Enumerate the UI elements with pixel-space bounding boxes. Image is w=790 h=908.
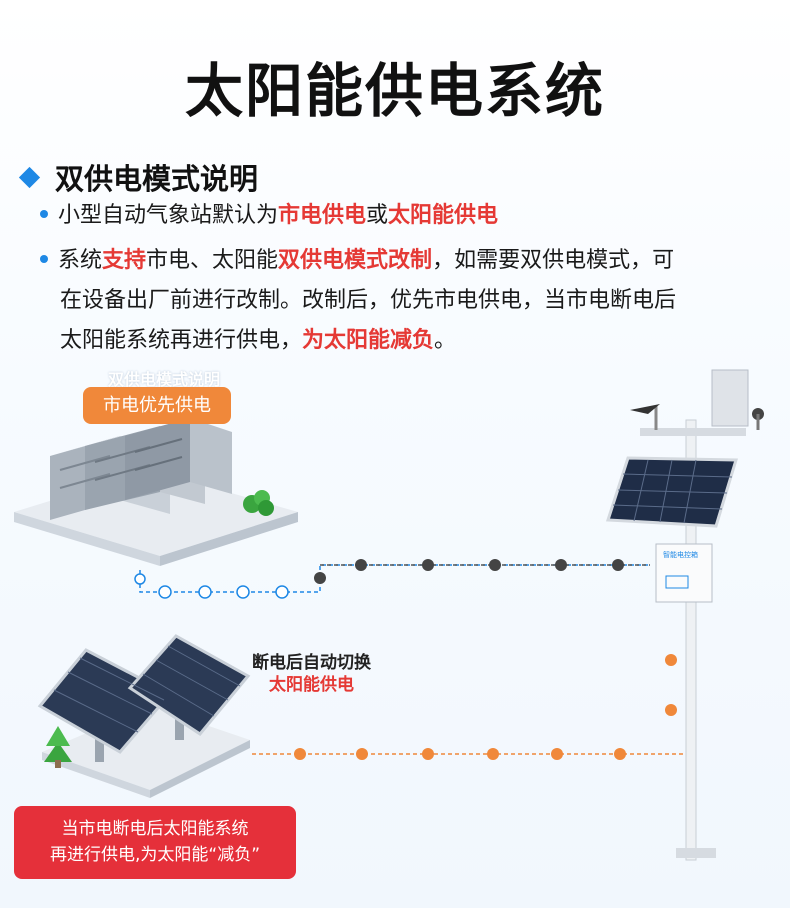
- highlight-grid-power: 市电供电: [278, 203, 367, 228]
- highlight-dual-mode: 双供电模式改制: [278, 248, 433, 273]
- note-line: 再进行供电,为太阳能“减负”: [49, 845, 261, 865]
- highlight-solar-power: 太阳能供电: [388, 203, 499, 228]
- switch-line-highlight: 太阳能供电: [269, 675, 354, 695]
- bullet-continuation: 太阳能系统再进行供电，为太阳能减负。: [60, 322, 456, 360]
- switch-line: 断电后自动切换: [252, 653, 371, 673]
- bullet-text: 。: [434, 328, 457, 353]
- bullet-dot-icon: [40, 210, 48, 218]
- grid-power-cable: [134, 559, 650, 599]
- bullet-continuation: 在设备出厂前进行改制。改制后，优先市电供电，当市电断电后: [60, 288, 677, 313]
- control-box-label: 智能电控箱: [663, 551, 698, 559]
- weather-station-illustration: [605, 369, 764, 861]
- auto-switch-caption: 断电后自动切换 太阳能供电: [252, 652, 371, 696]
- bullet-text: 太阳能系统再进行供电，: [60, 328, 303, 353]
- highlight-solar-relief: 为太阳能减负: [302, 328, 435, 353]
- bullet-text: ，如需要双供电模式，可: [432, 248, 675, 273]
- note-line: 当市电断电后太阳能系统: [61, 819, 249, 839]
- solar-farm-illustration: [37, 634, 251, 798]
- bullet-text: 市电、太阳能: [146, 248, 279, 273]
- bullet-text: 小型自动气象站默认为: [58, 203, 279, 228]
- bullet-dual-mode: 系统支持市电、太阳能双供电模式改制，如需要双供电模式，可: [40, 242, 674, 280]
- bullet-text: 系统: [58, 248, 103, 273]
- section-heading: 双供电模式说明: [18, 156, 259, 198]
- section-heading-text: 双供电模式说明: [55, 162, 259, 196]
- ghost-label: 双供电模式说明: [108, 370, 221, 389]
- highlight-support: 支持: [102, 248, 147, 273]
- solar-relief-note: 当市电断电后太阳能系统 再进行供电,为太阳能“减负”: [14, 806, 296, 879]
- grid-priority-badge: 市电优先供电: [83, 387, 231, 424]
- bullet-default-mode: 小型自动气象站默认为市电供电或太阳能供电: [40, 197, 498, 235]
- page-title: 太阳能供电系统: [184, 57, 605, 125]
- bullet-text: 或: [366, 203, 389, 228]
- data-center-illustration: [14, 418, 298, 566]
- bullet-dot-icon: [40, 255, 48, 263]
